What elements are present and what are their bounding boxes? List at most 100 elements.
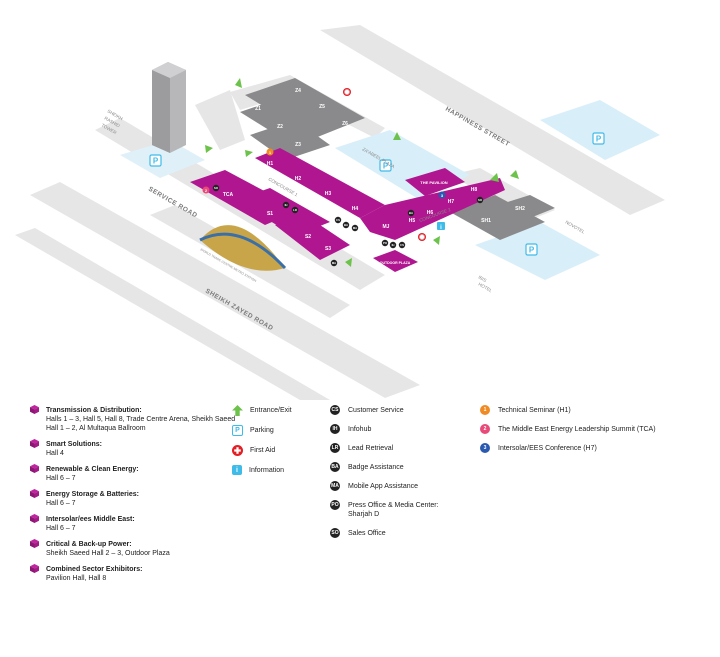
cube-icon bbox=[30, 439, 39, 448]
sector-item: Renewable & Clean Energy:Hall 6 – 7 bbox=[30, 464, 240, 483]
information-icon bbox=[437, 222, 445, 230]
entrance-exit-icon bbox=[345, 258, 352, 267]
sector-desc: Pavilion Hall, Hall 8 bbox=[46, 575, 107, 582]
service-marker bbox=[291, 206, 299, 214]
hall-mj-h8 bbox=[360, 178, 505, 240]
service-marker bbox=[476, 196, 484, 204]
hall-label: H3 bbox=[325, 191, 332, 197]
service-legend: CS Customer Service IH Infohub LR Lead R… bbox=[330, 405, 480, 547]
hall-label: SH2 bbox=[515, 206, 525, 212]
service-item: PO Press Office & Media Center: Sharjah … bbox=[330, 500, 480, 519]
service-marker-label: SO bbox=[478, 198, 483, 202]
sector-title: Combined Sector Exhibitors: bbox=[46, 566, 143, 573]
hall-label: MJ bbox=[383, 224, 390, 230]
cube-icon bbox=[30, 464, 39, 473]
service-marker-label: IH bbox=[392, 243, 395, 247]
service-label: Sales Office bbox=[348, 530, 386, 537]
service-marker-label: BA bbox=[409, 211, 413, 215]
facility-item: i Information bbox=[232, 465, 332, 475]
facility-label: Parking bbox=[250, 427, 274, 434]
hall-label: H4 bbox=[352, 206, 359, 212]
conference-badge: 3 bbox=[480, 443, 490, 453]
conference-legend: 1 Technical Seminar (H1) 2 The Middle Ea… bbox=[480, 405, 710, 462]
sector-item: Smart Solutions:Hall 4 bbox=[30, 439, 240, 458]
service-item: IH Infohub bbox=[330, 424, 480, 434]
facility-item: P Parking bbox=[232, 425, 332, 436]
first-aid-markers bbox=[343, 88, 426, 241]
venue-map: P P P P TCA S1 S2 S3 H1 bbox=[15, 25, 665, 400]
magenta-halls bbox=[190, 148, 505, 272]
service-marker bbox=[398, 241, 406, 249]
facility-label: First Aid bbox=[250, 447, 276, 454]
sector-desc: Hall 6 – 7 bbox=[46, 525, 76, 532]
sector-item: Intersolar/ees Middle East:Hall 6 – 7 bbox=[30, 514, 240, 533]
conference-badge: 2 bbox=[480, 424, 490, 434]
service-badge: BA bbox=[330, 462, 340, 472]
sector-title: Energy Storage & Batteries: bbox=[46, 491, 139, 498]
service-badge: SO bbox=[330, 528, 340, 538]
hall-label: S3 bbox=[325, 246, 331, 252]
service-label: Lead Retrieval bbox=[348, 445, 394, 452]
hall-outdoor bbox=[373, 250, 418, 272]
hall-label: OUTDOOR PLAZA bbox=[380, 261, 411, 265]
sector-title: Critical & Back-up Power: bbox=[46, 541, 132, 548]
sector-item: Combined Sector Exhibitors: Pavilion Hall… bbox=[30, 564, 240, 583]
cube-icon bbox=[30, 564, 39, 573]
service-marker bbox=[342, 221, 350, 229]
service-label: Infohub bbox=[348, 426, 372, 433]
first-aid-icon bbox=[232, 445, 243, 456]
sector-title: Transmission & Distribution: bbox=[46, 407, 142, 414]
top-right-parking-area bbox=[540, 100, 660, 160]
hall-s2-s3 bbox=[275, 215, 350, 260]
facility-item: First Aid bbox=[232, 445, 332, 456]
parking-icon: P bbox=[232, 425, 243, 436]
service-marker bbox=[407, 209, 415, 217]
parking-sign-label: P bbox=[596, 135, 602, 144]
hall-label: S2 bbox=[305, 234, 311, 240]
conference-marker bbox=[266, 148, 274, 156]
conference-label: The Middle East Energy Leadership Summit… bbox=[498, 426, 656, 433]
sector-desc: Halls 1 – 3, Hall 5, Hall 8, Trade Centr… bbox=[46, 416, 236, 432]
service-marker bbox=[389, 241, 397, 249]
service-marker-label: MA bbox=[332, 261, 336, 265]
happiness-street bbox=[320, 25, 665, 215]
conference-item: 2 The Middle East Energy Leadership Summ… bbox=[480, 424, 710, 434]
sheikh-zayed-road-2 bbox=[15, 228, 330, 400]
cube-icon bbox=[30, 539, 39, 548]
conference-item: 3 Intersolar/EES Conference (H7) bbox=[480, 443, 710, 453]
entrance-exit-icon bbox=[433, 236, 440, 245]
hall-h1-h4 bbox=[255, 148, 385, 218]
hall-label: Z3 bbox=[295, 142, 301, 148]
service-marker bbox=[212, 184, 220, 192]
service-badge: MA bbox=[330, 481, 340, 491]
service-label: Press Office & Media Center: Sharjah D bbox=[348, 502, 439, 518]
entrance-exit-icon bbox=[393, 132, 401, 140]
hall-label: SH1 bbox=[481, 218, 491, 224]
tower-parking-area bbox=[120, 140, 205, 178]
sector-desc: Hall 6 – 7 bbox=[46, 475, 76, 482]
service-marker-label: LR bbox=[293, 208, 297, 212]
conference-marker-label: 1 bbox=[269, 150, 272, 155]
service-item: BA Badge Assistance bbox=[330, 462, 480, 472]
service-marker-label: SO bbox=[214, 186, 219, 190]
hall-label: H2 bbox=[295, 176, 302, 182]
service-marker bbox=[381, 239, 389, 247]
service-marker bbox=[351, 224, 359, 232]
service-label: Mobile App Assistance bbox=[348, 483, 419, 490]
parking-icon bbox=[592, 132, 605, 145]
information-marker-label: i bbox=[440, 225, 442, 231]
service-item: CS Customer Service bbox=[330, 405, 480, 415]
sector-desc: Sheikh Saeed Hall 2 – 3, Outdoor Plaza bbox=[46, 550, 170, 557]
sector-title: Smart Solutions: bbox=[46, 441, 103, 448]
ibis-label: HOTEL bbox=[478, 282, 494, 294]
service-marker-label: PO bbox=[383, 241, 388, 245]
conference-label: Intersolar/EES Conference (H7) bbox=[498, 445, 597, 452]
sector-item: Transmission & Distribution: Halls 1 – 3,… bbox=[30, 405, 240, 433]
hall-pavilion bbox=[405, 168, 465, 196]
conference-badge: 1 bbox=[480, 405, 490, 415]
top-road bbox=[195, 90, 245, 150]
sector-legend: Transmission & Distribution: Halls 1 – 3,… bbox=[30, 405, 240, 589]
parking-sign-label: P bbox=[529, 246, 535, 255]
conference-item: 1 Technical Seminar (H1) bbox=[480, 405, 710, 415]
service-marker bbox=[282, 201, 290, 209]
